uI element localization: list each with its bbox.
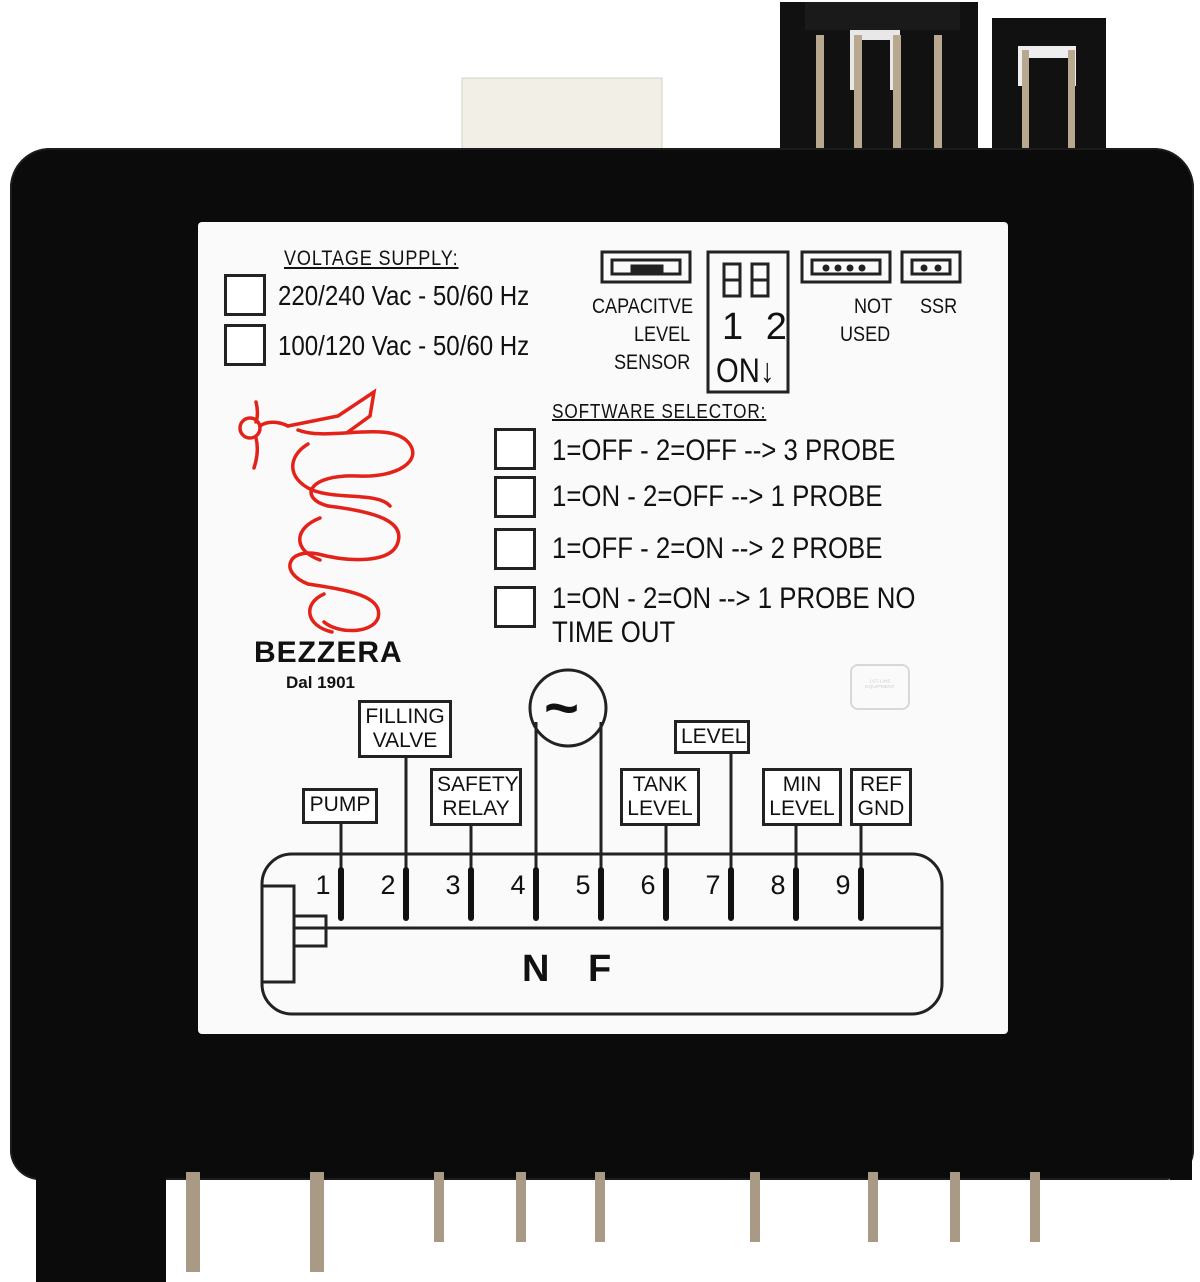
pump-label: PUMP: [309, 793, 371, 816]
pin-number-9: 9: [835, 870, 851, 900]
bezzera-logo: [238, 388, 415, 634]
pin-number-1: 1: [315, 870, 331, 900]
safety-label-1: SAFETY: [437, 773, 519, 796]
ac-symbol-circle: [528, 668, 608, 748]
voltage-checkbox-100[interactable]: [224, 324, 266, 366]
selector-option-4-continued: TIME OUT: [552, 616, 676, 649]
ssr-connector-icon: [900, 250, 962, 284]
ref-label-2: GND: [857, 797, 905, 820]
phase-label: F: [588, 948, 612, 990]
terminal-diagram: [260, 668, 944, 1016]
selector-option-4: 1=ON - 2=ON --> 1 PROBE NO: [552, 582, 916, 615]
brand-name: BEZZERA: [254, 636, 403, 669]
dip-switch-on: ON↓: [716, 352, 775, 390]
pin-number-7: 7: [705, 870, 721, 900]
filling-label-1: FILLING: [365, 705, 445, 728]
voltage-supply-title: VOLTAGE SUPPLY:: [284, 247, 459, 270]
terminal-label-pump: PUMP: [302, 788, 378, 824]
selector-checkbox-3[interactable]: [494, 528, 536, 570]
top-connectors: [461, 2, 1106, 155]
pin-number-6: 6: [640, 870, 656, 900]
tank-label-1: TANK: [632, 773, 688, 796]
brand-tagline: Dal 1901: [286, 673, 355, 692]
capacitive-label-3: SENSOR: [614, 351, 691, 374]
pin-number-3: 3: [445, 870, 461, 900]
bottom-pins: [186, 1172, 1040, 1272]
wiring-label: VOLTAGE SUPPLY: 220/240 Vac - 50/60 Hz 1…: [198, 222, 1008, 1034]
terminal-label-tank-level: TANK LEVEL: [620, 768, 700, 826]
tank-label-2: LEVEL: [627, 797, 693, 820]
connector-icons: [600, 250, 962, 394]
voltage-option-220: 220/240 Vac - 50/60 Hz: [278, 280, 530, 311]
pin-number-8: 8: [770, 870, 786, 900]
white-plug: [461, 77, 663, 155]
neutral-label: N: [522, 948, 550, 990]
voltage-checkbox-220[interactable]: [224, 274, 266, 316]
selector-checkbox-4[interactable]: [494, 586, 536, 628]
pin-number-2: 2: [380, 870, 396, 900]
min-label-2: LEVEL: [769, 797, 835, 820]
terminal-label-ref-gnd: REF GND: [850, 768, 912, 826]
not-used-label-1: NOT: [854, 295, 893, 318]
min-label-1: MIN: [782, 773, 822, 796]
terminal-label-safety-relay: SAFETY RELAY: [430, 768, 522, 826]
ac-symbol: ~: [544, 674, 580, 741]
selector-option-3: 1=OFF - 2=ON --> 2 PROBE: [552, 532, 883, 565]
capacitive-label-2: LEVEL: [634, 323, 691, 346]
dip-switch-numbers: 1 2: [722, 306, 793, 348]
housing-corner: [1170, 1140, 1192, 1180]
terminal-label-level: LEVEL: [674, 720, 750, 754]
ssr-label: SSR: [920, 295, 958, 318]
capacitive-label-1: CAPACITVE: [592, 295, 694, 318]
selector-checkbox-2[interactable]: [494, 476, 536, 518]
filling-label-2: VALVE: [372, 729, 438, 752]
capacitive-connector-icon: [600, 250, 692, 284]
ref-label-1: REF: [860, 773, 902, 796]
selector-checkbox-1[interactable]: [494, 428, 536, 470]
pin-number-5: 5: [575, 870, 591, 900]
selector-option-1: 1=OFF - 2=OFF --> 3 PROBE: [552, 434, 896, 467]
watermark-text: 1ST-LINE EQUIPMENT: [865, 677, 895, 689]
voltage-option-100: 100/120 Vac - 50/60 Hz: [278, 330, 530, 361]
housing-foot: [36, 1160, 166, 1282]
terminal-label-min-level: MIN LEVEL: [762, 768, 842, 826]
pin-number-4: 4: [510, 870, 526, 900]
dip-switch-icon: [706, 250, 790, 394]
level-label: LEVEL: [681, 725, 747, 748]
terminal-label-filling-valve: FILLING VALVE: [358, 700, 452, 758]
not-used-connector-icon: [800, 250, 892, 284]
not-used-label-2: USED: [840, 323, 891, 346]
safety-label-2: RELAY: [442, 797, 510, 820]
selector-option-2: 1=ON - 2=OFF --> 1 PROBE: [552, 480, 883, 513]
software-selector-title: SOFTWARE SELECTOR:: [552, 401, 767, 423]
watermark-badge: 1ST-LINE EQUIPMENT: [850, 664, 910, 710]
